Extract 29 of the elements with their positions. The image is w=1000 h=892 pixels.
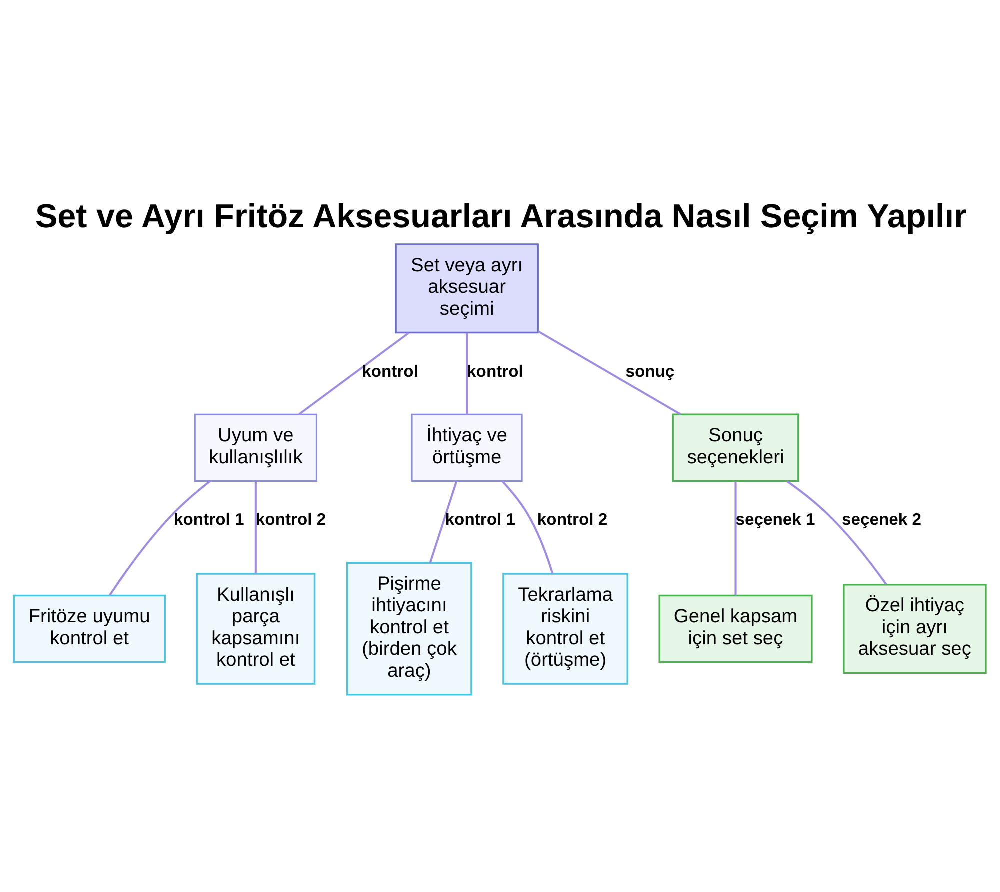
diagram-title: Set ve Ayrı Fritöz Aksesuarları Arasında Nasıl Seçim Yapılır	[36, 198, 967, 236]
node-box: Uyum ve kullanışlılık	[194, 414, 318, 482]
node-box: Fritöze uyumu kontrol et	[13, 594, 166, 664]
node-box: İhtiyaç ve örtüşme	[411, 414, 523, 482]
connector	[538, 330, 682, 416]
node-box: Tekrarlama riskini kontrol et (örtüşme)	[502, 573, 629, 685]
connector	[502, 480, 554, 574]
connector	[109, 480, 211, 596]
node-box: Sonuç seçenekleri	[672, 414, 800, 482]
edge-label: sonuç	[626, 362, 675, 381]
edge-label: kontrol 1	[445, 510, 516, 530]
edge-label: kontrol	[467, 362, 524, 381]
node-box: Kullanışlı parça kapsamını kontrol et	[196, 573, 316, 685]
edge-label: kontrol 1	[174, 510, 244, 530]
connector	[466, 333, 468, 414]
node-box: Özel ihtiyaç için ayrı aksesuar seç	[843, 584, 987, 674]
node-box: Set veya ayrı aksesuar seçimi	[395, 244, 539, 334]
edge-label: seçenek 2	[842, 510, 922, 530]
node-box: Pişirme ihtiyacını kontrol et (birden çok araç)	[346, 562, 472, 696]
edge-label: kontrol 2	[256, 510, 326, 530]
edge-label: seçenek 1	[736, 510, 816, 530]
connector	[429, 481, 458, 564]
edge-label: kontrol	[362, 362, 418, 381]
connector	[298, 332, 410, 416]
edge-label: kontrol 2	[537, 510, 608, 530]
node-box: Genel kapsam için set seç	[658, 594, 813, 664]
connector	[254, 482, 257, 574]
connector	[786, 480, 888, 585]
connector	[734, 482, 737, 596]
